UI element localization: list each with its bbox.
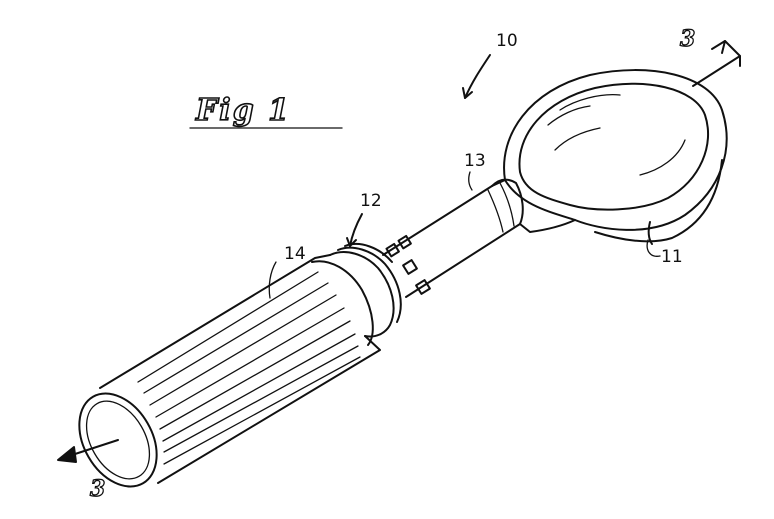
collar-section bbox=[329, 234, 431, 338]
svg-text:3: 3 bbox=[680, 26, 695, 52]
svg-text:10: 10 bbox=[496, 31, 518, 51]
svg-text:13: 13 bbox=[464, 151, 486, 171]
spoon-grip bbox=[78, 254, 381, 488]
label-neck: 13 bbox=[464, 151, 486, 191]
svg-text:14: 14 bbox=[284, 244, 306, 264]
svg-text:3: 3 bbox=[90, 476, 105, 502]
label-collar: 12 bbox=[346, 191, 382, 247]
section-mark-bottom: 3 bbox=[57, 439, 119, 503]
spoon-bowl bbox=[503, 69, 728, 245]
figure-title: Fig 1 bbox=[195, 93, 291, 128]
label-assembly: 10 bbox=[462, 31, 518, 99]
svg-text:11: 11 bbox=[661, 247, 683, 267]
label-bowl: 11 bbox=[646, 239, 683, 267]
section-mark-top: 3 bbox=[679, 25, 741, 87]
label-grip: 14 bbox=[268, 244, 306, 299]
svg-text:12: 12 bbox=[360, 191, 382, 211]
